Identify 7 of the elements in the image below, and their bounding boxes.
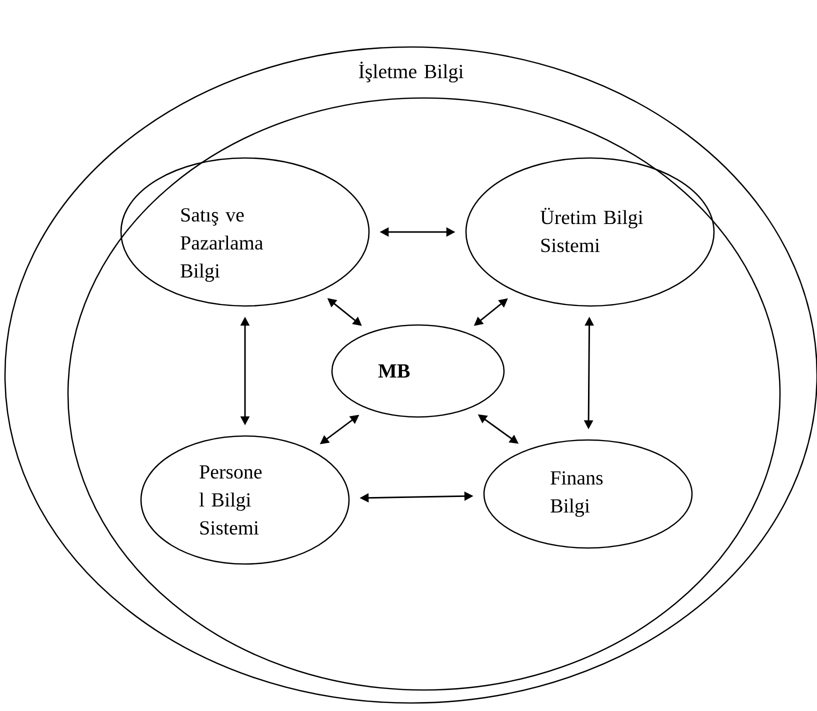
node-label: Finans Bilgi	[550, 471, 603, 517]
ellipse	[67, 97, 781, 691]
node-label: İşletme Bilgi	[358, 62, 464, 82]
node-label: Persone l Bilgi Sistemi	[199, 465, 262, 535]
node-label: Üretim Bilgi Sistemi	[540, 208, 643, 252]
node-label: MB	[378, 364, 410, 378]
node-label: Satış ve Pazarlama Bilgi	[180, 208, 264, 282]
